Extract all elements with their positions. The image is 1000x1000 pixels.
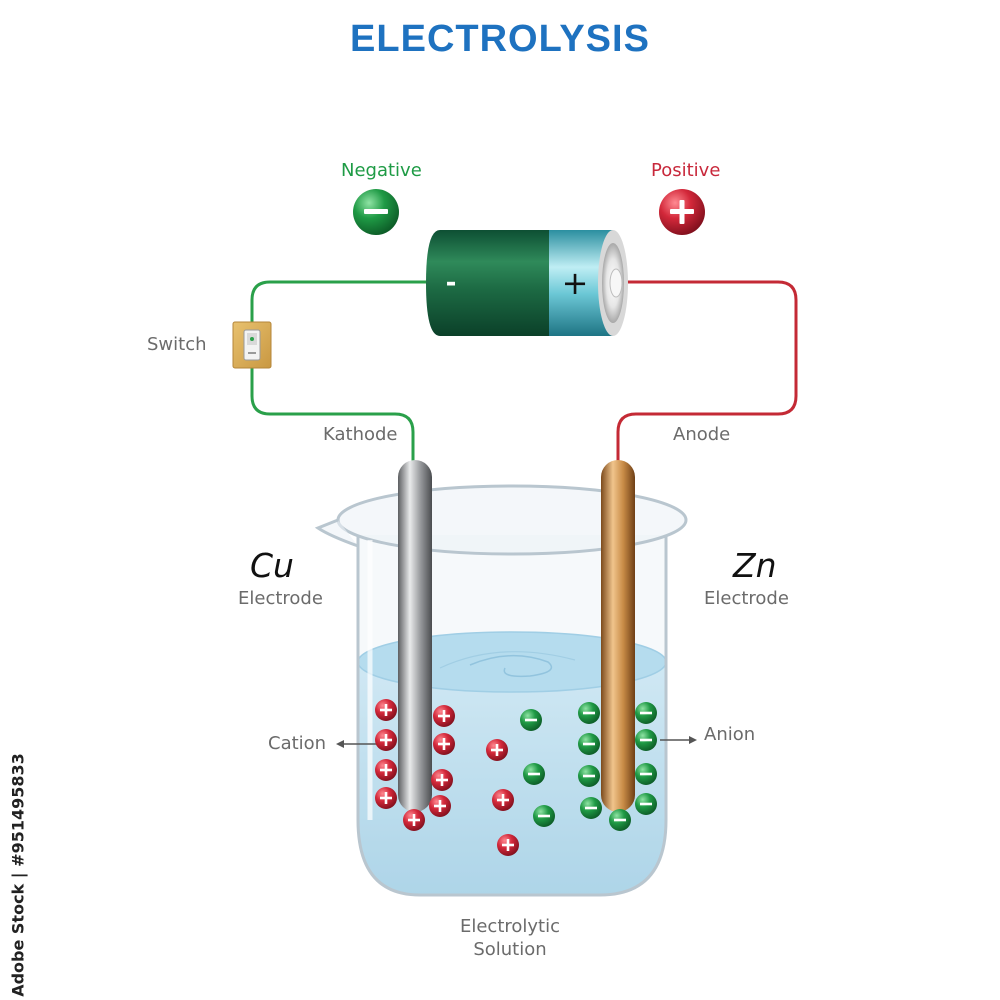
anion-ion	[635, 763, 657, 785]
cation-ion	[403, 809, 425, 831]
anion-ion	[580, 797, 602, 819]
negative-terminal-icon	[353, 189, 399, 235]
cu-electrode-label: Electrode	[238, 588, 323, 609]
switch-label: Switch	[147, 334, 207, 355]
cation-ion	[431, 769, 453, 791]
zn-electrode-label: Electrode	[704, 588, 789, 609]
anion-arrow	[660, 736, 697, 744]
battery-icon	[426, 230, 628, 336]
anion-ion	[635, 793, 657, 815]
cu-symbol: Cu	[250, 546, 294, 585]
anion-ion	[635, 729, 657, 751]
cathode-electrode	[398, 460, 432, 812]
anion-ion	[533, 805, 555, 827]
positive-label: Positive	[651, 160, 721, 181]
battery-minus-sign: -	[446, 268, 457, 298]
anion-label: Anion	[704, 724, 756, 745]
page-title: ELECTROLYSIS	[350, 18, 650, 60]
solution-label-line1: Electrolytic	[459, 916, 561, 937]
cation-ion	[429, 795, 451, 817]
anode-label: Anode	[673, 424, 731, 445]
negative-wire-lower	[250, 368, 415, 462]
battery-plus-sign: +	[562, 264, 589, 302]
positive-terminal-icon	[659, 189, 705, 235]
solution-label-line2: Solution	[473, 939, 547, 960]
cations	[375, 699, 519, 856]
cation-ion	[375, 759, 397, 781]
switch-icon	[232, 321, 272, 369]
negative-wire	[250, 280, 430, 322]
cation-arrow	[336, 740, 378, 748]
cation-ion	[375, 729, 397, 751]
watermark-text: Adobe Stock | #951495833	[8, 753, 28, 997]
anion-ion	[578, 733, 600, 755]
cation-ion	[497, 834, 519, 856]
kathode-label: Kathode	[323, 424, 398, 445]
anion-ion	[578, 765, 600, 787]
cation-ion	[492, 789, 514, 811]
cation-ion	[486, 739, 508, 761]
anion-ion	[635, 702, 657, 724]
stock-watermark: Adobe Stock | #951495833	[4, 753, 32, 997]
anion-ion	[609, 809, 631, 831]
cation-ion	[433, 733, 455, 755]
cation-ion	[433, 705, 455, 727]
anions	[520, 702, 657, 831]
anion-ion	[523, 763, 545, 785]
positive-wire	[616, 280, 798, 462]
anion-ion	[578, 702, 600, 724]
electrolytic-solution-label: Electrolytic Solution	[430, 915, 590, 961]
anion-ion	[520, 709, 542, 731]
cation-ion	[375, 699, 397, 721]
negative-label: Negative	[341, 160, 422, 181]
cation-ion	[375, 787, 397, 809]
zn-symbol: Zn	[733, 546, 777, 585]
cation-label: Cation	[268, 733, 327, 754]
anode-electrode	[601, 460, 635, 812]
